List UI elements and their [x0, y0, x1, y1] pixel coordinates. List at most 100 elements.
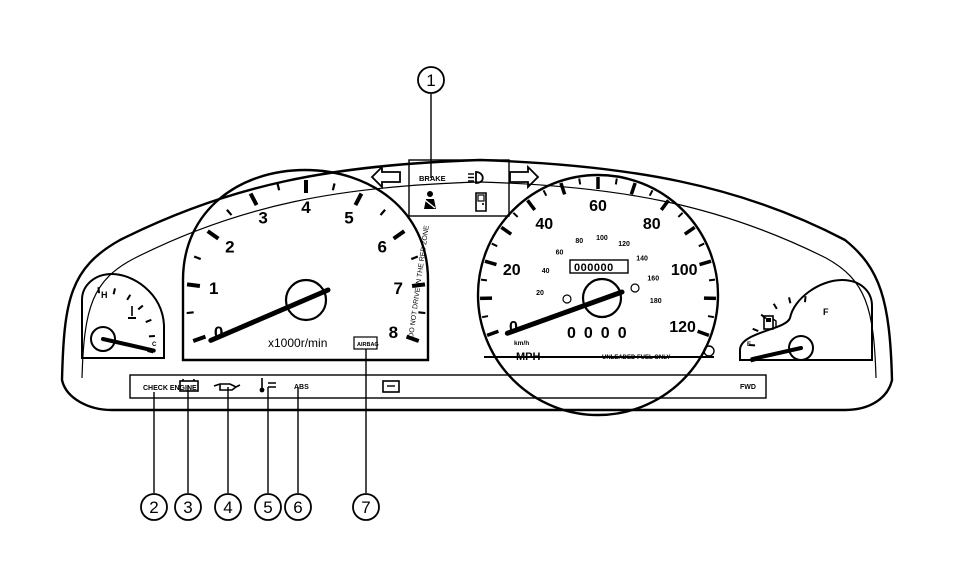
kmh-number-120: 120	[618, 241, 630, 248]
speedo-minor-tick	[481, 315, 489, 319]
mph-number-0: 0	[509, 319, 518, 336]
callout-4: 4	[214, 493, 242, 521]
kmh-number-80: 80	[575, 238, 583, 245]
tach-minor-tick	[276, 183, 281, 191]
tachometer-ticks	[186, 180, 426, 343]
fuel-full-label: F	[823, 307, 829, 317]
kmh-number-20: 20	[536, 290, 544, 297]
check-engine-light: CHECK ENGINE	[143, 385, 197, 392]
mph-number-120: 120	[669, 319, 696, 336]
brake-warning-label: BRAKE	[419, 174, 446, 183]
fuel-gauge-face	[739, 278, 873, 361]
tach-number-7: 7	[393, 279, 402, 298]
tach-number-6: 6	[377, 238, 386, 257]
tach-major-tick	[392, 229, 406, 241]
trip-odometer: 0000	[567, 325, 635, 342]
temperature-icon	[259, 378, 276, 393]
speedo-minor-tick	[708, 278, 716, 282]
mph-number-100: 100	[671, 262, 698, 279]
tach-minor-tick	[331, 183, 336, 191]
kmh-label: km/h	[514, 340, 529, 347]
speedo-minor-tick	[648, 189, 654, 197]
speedo-major-tick	[697, 329, 710, 338]
gauge-tick	[788, 297, 792, 304]
speedometer-ticks	[479, 177, 717, 338]
tach-major-tick	[206, 229, 220, 241]
mph-number-80: 80	[643, 216, 661, 233]
kmh-number-140: 140	[636, 255, 648, 262]
fuel-gauge-hub	[788, 335, 814, 361]
tach-minor-tick	[226, 209, 233, 216]
warning-strip	[129, 374, 767, 399]
speedo-major-tick	[486, 329, 499, 338]
gauge-tick	[145, 318, 152, 323]
mph-number-60: 60	[589, 198, 607, 215]
temp-gauge-needle	[101, 337, 156, 353]
speedo-minor-tick	[512, 212, 519, 218]
kmh-number-100: 100	[596, 235, 608, 242]
kmh-number-40: 40	[542, 268, 550, 275]
temp-low-label: C	[152, 342, 157, 348]
speedo-minor-tick	[480, 278, 488, 282]
speedo-major-tick	[500, 225, 513, 236]
speedo-minor-tick	[677, 212, 684, 218]
temperature-icon	[128, 306, 136, 319]
tach-number-0: 0	[214, 323, 223, 342]
temp-high-label: H	[101, 290, 108, 300]
gauge-tick	[97, 287, 100, 294]
door-ajar-icon	[475, 192, 487, 212]
svg-text:5: 5	[263, 498, 272, 517]
tach-major-tick	[248, 192, 259, 207]
svg-text:7: 7	[361, 498, 370, 517]
kmh-number-160: 160	[647, 275, 659, 282]
speedometer-needle	[504, 289, 625, 336]
speedo-major-tick	[629, 182, 637, 195]
temp-gauge-hub	[90, 326, 116, 352]
speed-unit: MPH	[516, 351, 541, 363]
tachometer-face	[181, 168, 430, 362]
svg-text:3: 3	[183, 498, 192, 517]
tach-minor-tick	[410, 255, 419, 261]
right-arrow-icon	[509, 164, 540, 190]
speedometer-hub	[581, 277, 623, 319]
kmh-number-60: 60	[556, 250, 564, 257]
speedo-major-tick	[659, 199, 670, 212]
odometer-reset-knob	[562, 294, 572, 304]
oil-pressure-icon	[213, 383, 241, 391]
battery-icon	[179, 379, 199, 392]
speedo-major-tick	[559, 182, 567, 195]
fuel-gauge-needle	[750, 346, 803, 362]
tach-major-tick	[405, 334, 420, 343]
fuel-pump-icon	[763, 315, 777, 330]
callout-3: 3	[174, 493, 202, 521]
tach-minor-tick	[186, 311, 194, 315]
speedo-major-tick	[683, 225, 696, 236]
tach-major-tick	[192, 334, 207, 343]
tach-major-tick	[411, 282, 426, 289]
tach-number-3: 3	[258, 209, 267, 228]
temp-gauge-face	[81, 272, 165, 359]
gauge-tick	[112, 288, 116, 295]
gauge-tick	[126, 294, 132, 301]
tach-minor-tick	[193, 255, 202, 261]
mph-number-40: 40	[535, 216, 553, 233]
speedo-minor-tick	[614, 178, 618, 185]
tach-minor-tick	[379, 209, 386, 216]
speedo-minor-tick	[698, 242, 705, 248]
svg-text:2: 2	[149, 498, 158, 517]
trip-reset-knob	[630, 283, 640, 293]
callout-1: 1	[417, 66, 445, 94]
odometer-window	[569, 259, 629, 274]
gauge-tick	[752, 327, 759, 332]
airbag-label: AIRBAG	[357, 342, 379, 348]
tach-number-8: 8	[389, 323, 398, 342]
tachometer-hub	[284, 278, 328, 322]
speedo-minor-tick	[542, 189, 548, 197]
high-beam-icon	[468, 171, 484, 184]
gauge-tick	[137, 304, 144, 311]
callout-6: 6	[284, 493, 312, 521]
top-indicator-panel	[408, 159, 510, 217]
left-arrow-icon	[370, 164, 401, 190]
speedo-major-tick	[484, 259, 497, 267]
